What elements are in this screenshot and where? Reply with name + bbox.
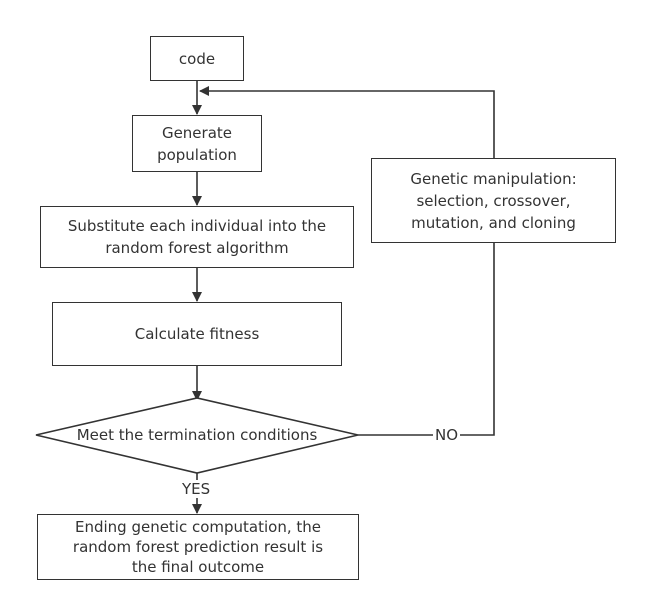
node-code: code	[150, 36, 244, 81]
node-genetic-manipulation: Genetic manipulation: selection, crossov…	[371, 158, 616, 243]
edge-condition-to-genetic	[358, 243, 495, 436]
node-generate-population: Generate population	[132, 115, 262, 172]
node-ending-computation: Ending genetic computation, the random f…	[37, 514, 359, 580]
node-calculate-fitness: Calculate fitness	[52, 302, 342, 366]
node-termination-conditions-label: Meet the termination conditions	[76, 426, 318, 444]
edge-label-yes: YES	[180, 480, 213, 498]
edge-label-no: NO	[433, 426, 461, 444]
termination-decision-diamond	[35, 397, 359, 474]
node-substitute-individual: Substitute each individual into the rand…	[40, 206, 354, 268]
edge-genetic-loop-back	[199, 86, 495, 158]
